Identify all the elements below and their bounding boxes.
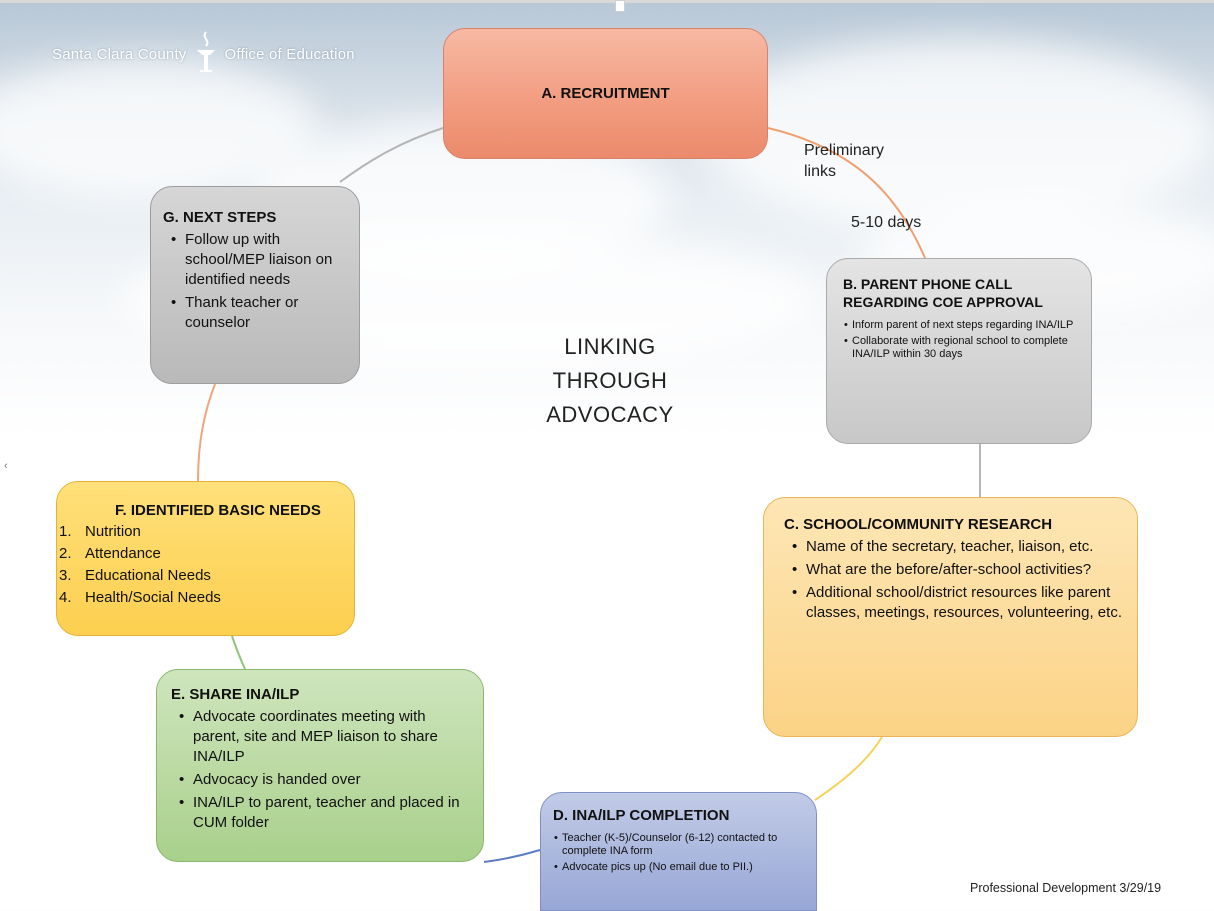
- logo-left-text: Santa Clara County: [52, 45, 187, 63]
- node-ina-ilp-completion[interactable]: D. INA/ILP COMPLETION Teacher (K-5)/Coun…: [540, 792, 817, 911]
- list-item: Additional school/district resources lik…: [784, 583, 1123, 623]
- node-school-community-research-title: C. SCHOOL/COMMUNITY RESEARCH: [784, 516, 1053, 533]
- list-text: Nutrition: [85, 523, 141, 540]
- list-item: Teacher (K-5)/Counselor (6-12) contacted…: [553, 832, 808, 858]
- list-item: Advocate coordinates meeting with parent…: [171, 707, 473, 767]
- list-text: Health/Social Needs: [85, 589, 221, 606]
- connector-f-to-g: [197, 383, 216, 482]
- node-share-ina-ilp-title: E. SHARE INA/ILP: [171, 686, 300, 703]
- center-title-line: ADVOCACY: [546, 402, 674, 427]
- node-next-steps[interactable]: G. NEXT STEPS Follow up with school/MEP …: [150, 186, 360, 384]
- list-item: 1. Nutrition: [59, 521, 344, 543]
- days-label: 5-10 days: [851, 214, 922, 231]
- connector-d-to-e: [483, 849, 541, 863]
- preliminary-links-label: Preliminary links: [804, 142, 885, 180]
- list-item: INA/ILP to parent, teacher and placed in…: [171, 793, 473, 833]
- node-recruitment[interactable]: A. RECRUITMENT: [443, 28, 768, 159]
- list-text: Attendance: [85, 545, 161, 562]
- center-title-line: THROUGH: [552, 368, 668, 393]
- resize-handle[interactable]: [615, 0, 625, 12]
- list-item: Name of the secretary, teacher, liaison,…: [784, 537, 1123, 557]
- list-item: Inform parent of next steps regarding IN…: [843, 319, 1081, 332]
- node-parent-phone-call-title: B. PARENT PHONE CALL REGARDING COE APPRO…: [843, 276, 1043, 310]
- cloud-decoration: [700, 40, 1214, 230]
- connector-c-to-d: [814, 736, 883, 801]
- list-item: What are the before/after-school activit…: [784, 560, 1123, 580]
- torch-logo-icon: [193, 30, 219, 78]
- list-number: 2.: [59, 545, 72, 562]
- node-ina-ilp-completion-title: D. INA/ILP COMPLETION: [553, 807, 730, 824]
- node-recruitment-title: A. RECRUITMENT: [541, 85, 670, 102]
- node-identified-basic-needs-title: F. IDENTIFIED BASIC NEEDS: [115, 502, 321, 519]
- list-number: 4.: [59, 589, 72, 606]
- county-office-logo: Santa Clara County Office of Education: [52, 30, 355, 78]
- list-item: 4. Health/Social Needs: [59, 587, 344, 609]
- list-item: 2. Attendance: [59, 543, 344, 565]
- collapse-handle-icon[interactable]: ‹: [4, 460, 8, 472]
- node-next-steps-title: G. NEXT STEPS: [163, 209, 277, 226]
- list-item: 3. Educational Needs: [59, 565, 344, 587]
- center-title-line: LINKING: [564, 334, 656, 359]
- list-item: Thank teacher or counselor: [163, 293, 349, 333]
- connector-g-to-a: [339, 127, 444, 183]
- list-number: 3.: [59, 567, 72, 584]
- list-item: Advocate pics up (No email due to PII.): [553, 861, 808, 874]
- list-text: Educational Needs: [85, 567, 211, 584]
- list-number: 1.: [59, 523, 72, 540]
- slide-top-border: [0, 0, 1214, 3]
- logo-right-text: Office of Education: [224, 45, 355, 63]
- list-item: Advocacy is handed over: [171, 770, 473, 790]
- node-school-community-research[interactable]: C. SCHOOL/COMMUNITY RESEARCH Name of the…: [763, 497, 1138, 737]
- list-item: Collaborate with regional school to comp…: [843, 335, 1081, 361]
- connector-a-to-b: [767, 127, 926, 259]
- node-identified-basic-needs[interactable]: F. IDENTIFIED BASIC NEEDS 1. Nutrition 2.…: [56, 481, 355, 636]
- node-parent-phone-call[interactable]: B. PARENT PHONE CALL REGARDING COE APPRO…: [826, 258, 1092, 444]
- footer-text: Professional Development 3/29/19: [970, 881, 1162, 895]
- connector-e-to-f: [231, 635, 246, 670]
- center-title: LINKING THROUGH ADVOCACY: [520, 330, 700, 432]
- list-item: Follow up with school/MEP liaison on ide…: [163, 230, 349, 290]
- node-share-ina-ilp[interactable]: E. SHARE INA/ILP Advocate coordinates me…: [156, 669, 484, 862]
